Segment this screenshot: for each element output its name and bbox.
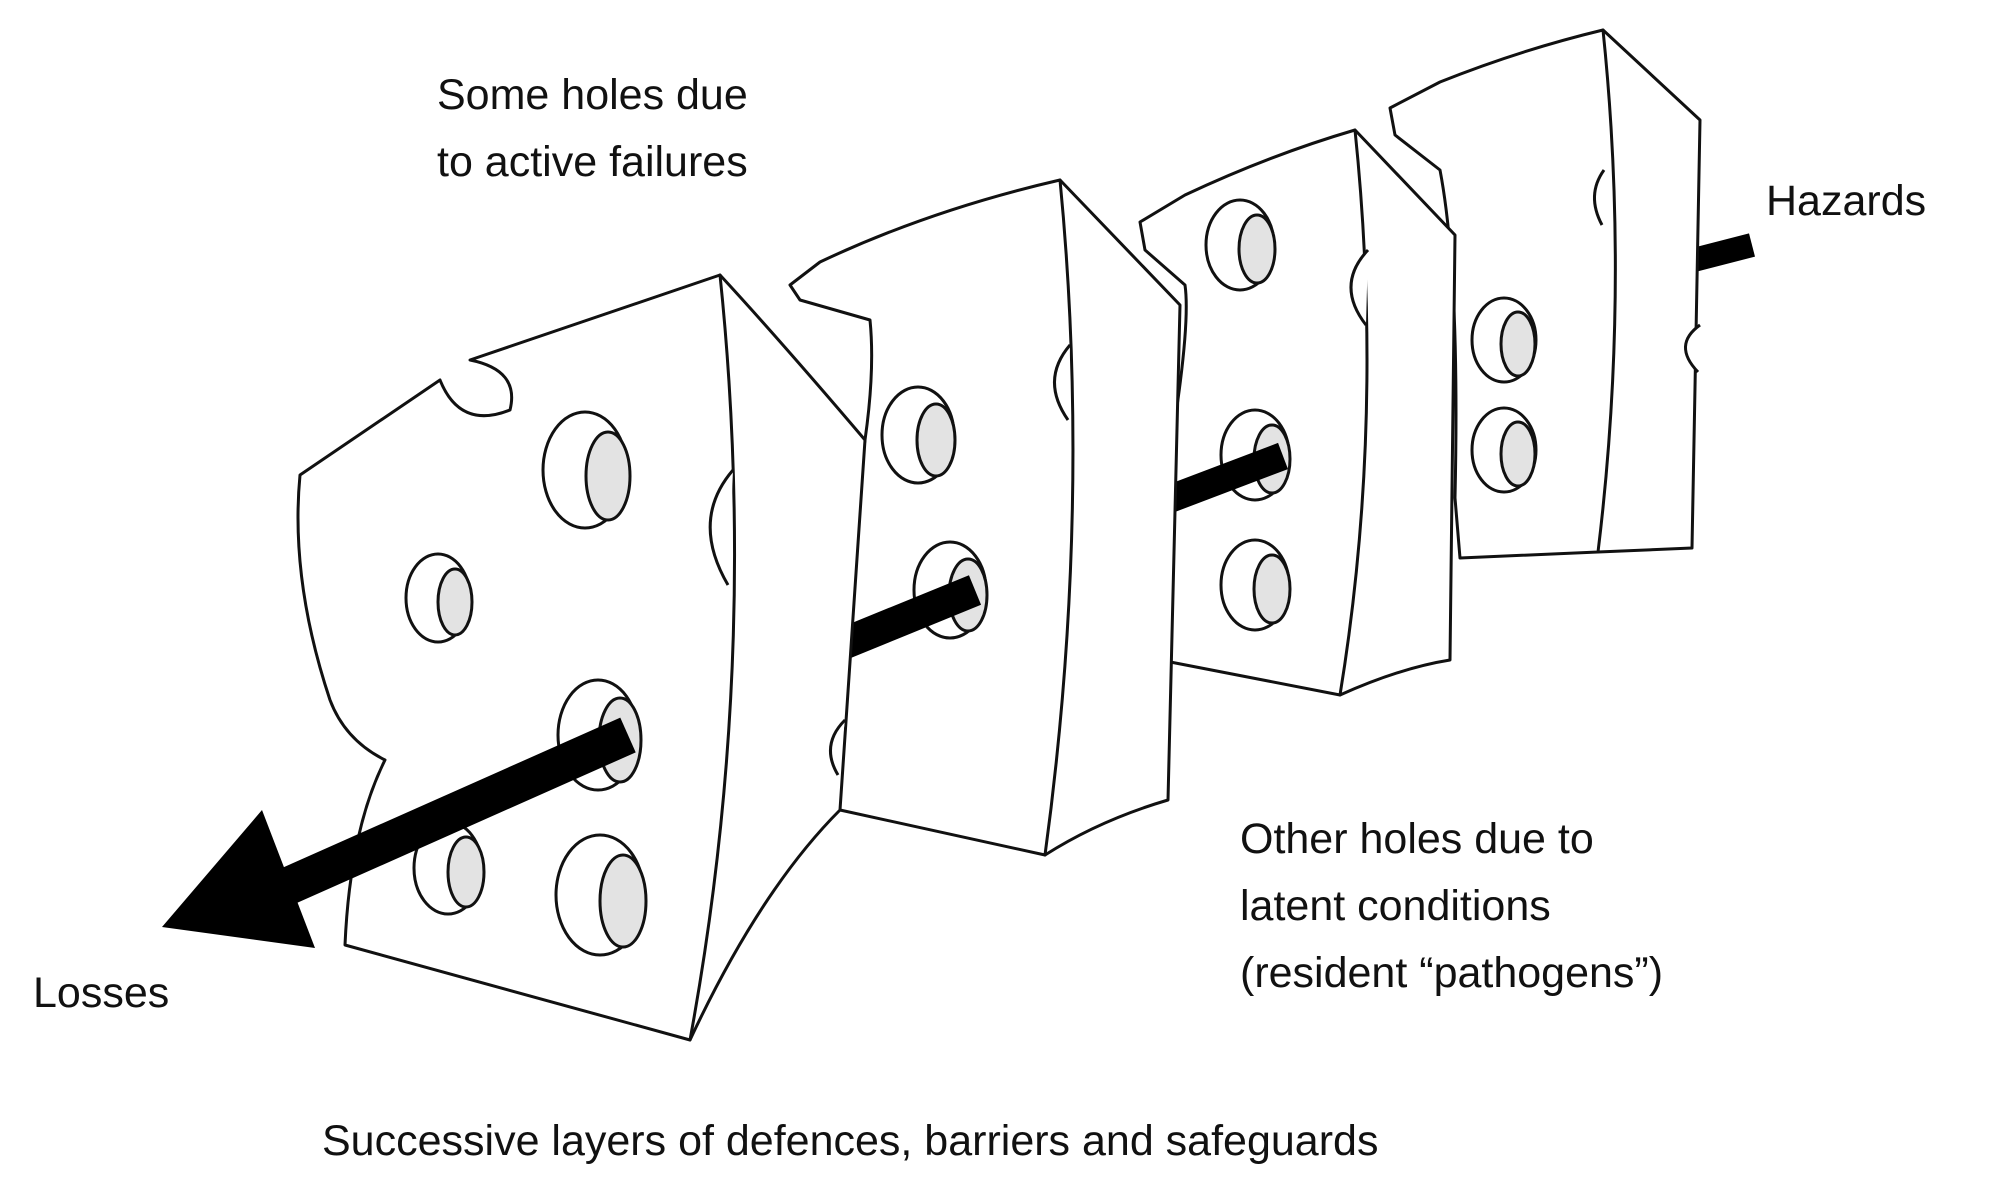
defence-layer-2 [788, 178, 1182, 857]
layer-3-side [1338, 128, 1457, 697]
diagram-caption: Successive layers of defences, barriers … [322, 1117, 1379, 1165]
defence-layer-1 [296, 273, 867, 1042]
layer-2-edge-notch [1053, 344, 1072, 421]
layer-4-edge-notch [1684, 323, 1701, 374]
losses-arrow-shaft [260, 717, 636, 913]
latent-conditions-label: Other holes due to latent conditions (re… [1240, 806, 1663, 1007]
defence-layer-4 [1388, 28, 1702, 560]
layer-2-side [1043, 178, 1182, 857]
active-failures-label: Some holes due to active failures [437, 62, 748, 196]
active-failures-line-2: to active failures [437, 138, 748, 186]
layer-1-front [296, 273, 737, 1042]
latent-conditions-line-3: (resident “pathogens”) [1240, 949, 1664, 997]
layer-1-hole-left [404, 552, 474, 644]
losses-label: Losses [33, 969, 170, 1017]
latent-conditions-line-1: Other holes due to [1240, 815, 1594, 863]
layer-1-edge-notch-upper [708, 469, 735, 586]
hazards-label: Hazards [1766, 177, 1927, 225]
defence-layer-3 [1138, 128, 1457, 697]
layer-3-edge-notch [1349, 248, 1370, 326]
layer-3-hole-top [1204, 198, 1277, 292]
latent-conditions-line-2: latent conditions [1240, 882, 1551, 930]
active-failures-line-1: Some holes due [437, 71, 748, 119]
layer-4-hole-upper [1470, 296, 1538, 384]
layer-1-hole-bottom-left [412, 820, 486, 916]
layer-2-hole-top [880, 385, 957, 485]
losses-arrow [162, 717, 636, 948]
layer-4-hole-lower [1470, 406, 1538, 494]
layer-1-edge-notch-lower [828, 718, 847, 776]
layer-4-top-notch [1593, 169, 1606, 226]
layer-3-hole-bottom [1219, 538, 1292, 632]
losses-arrowhead [162, 810, 315, 948]
layer-1-hole-bottom-right [554, 833, 648, 957]
layer-1-hole-top [541, 410, 632, 530]
